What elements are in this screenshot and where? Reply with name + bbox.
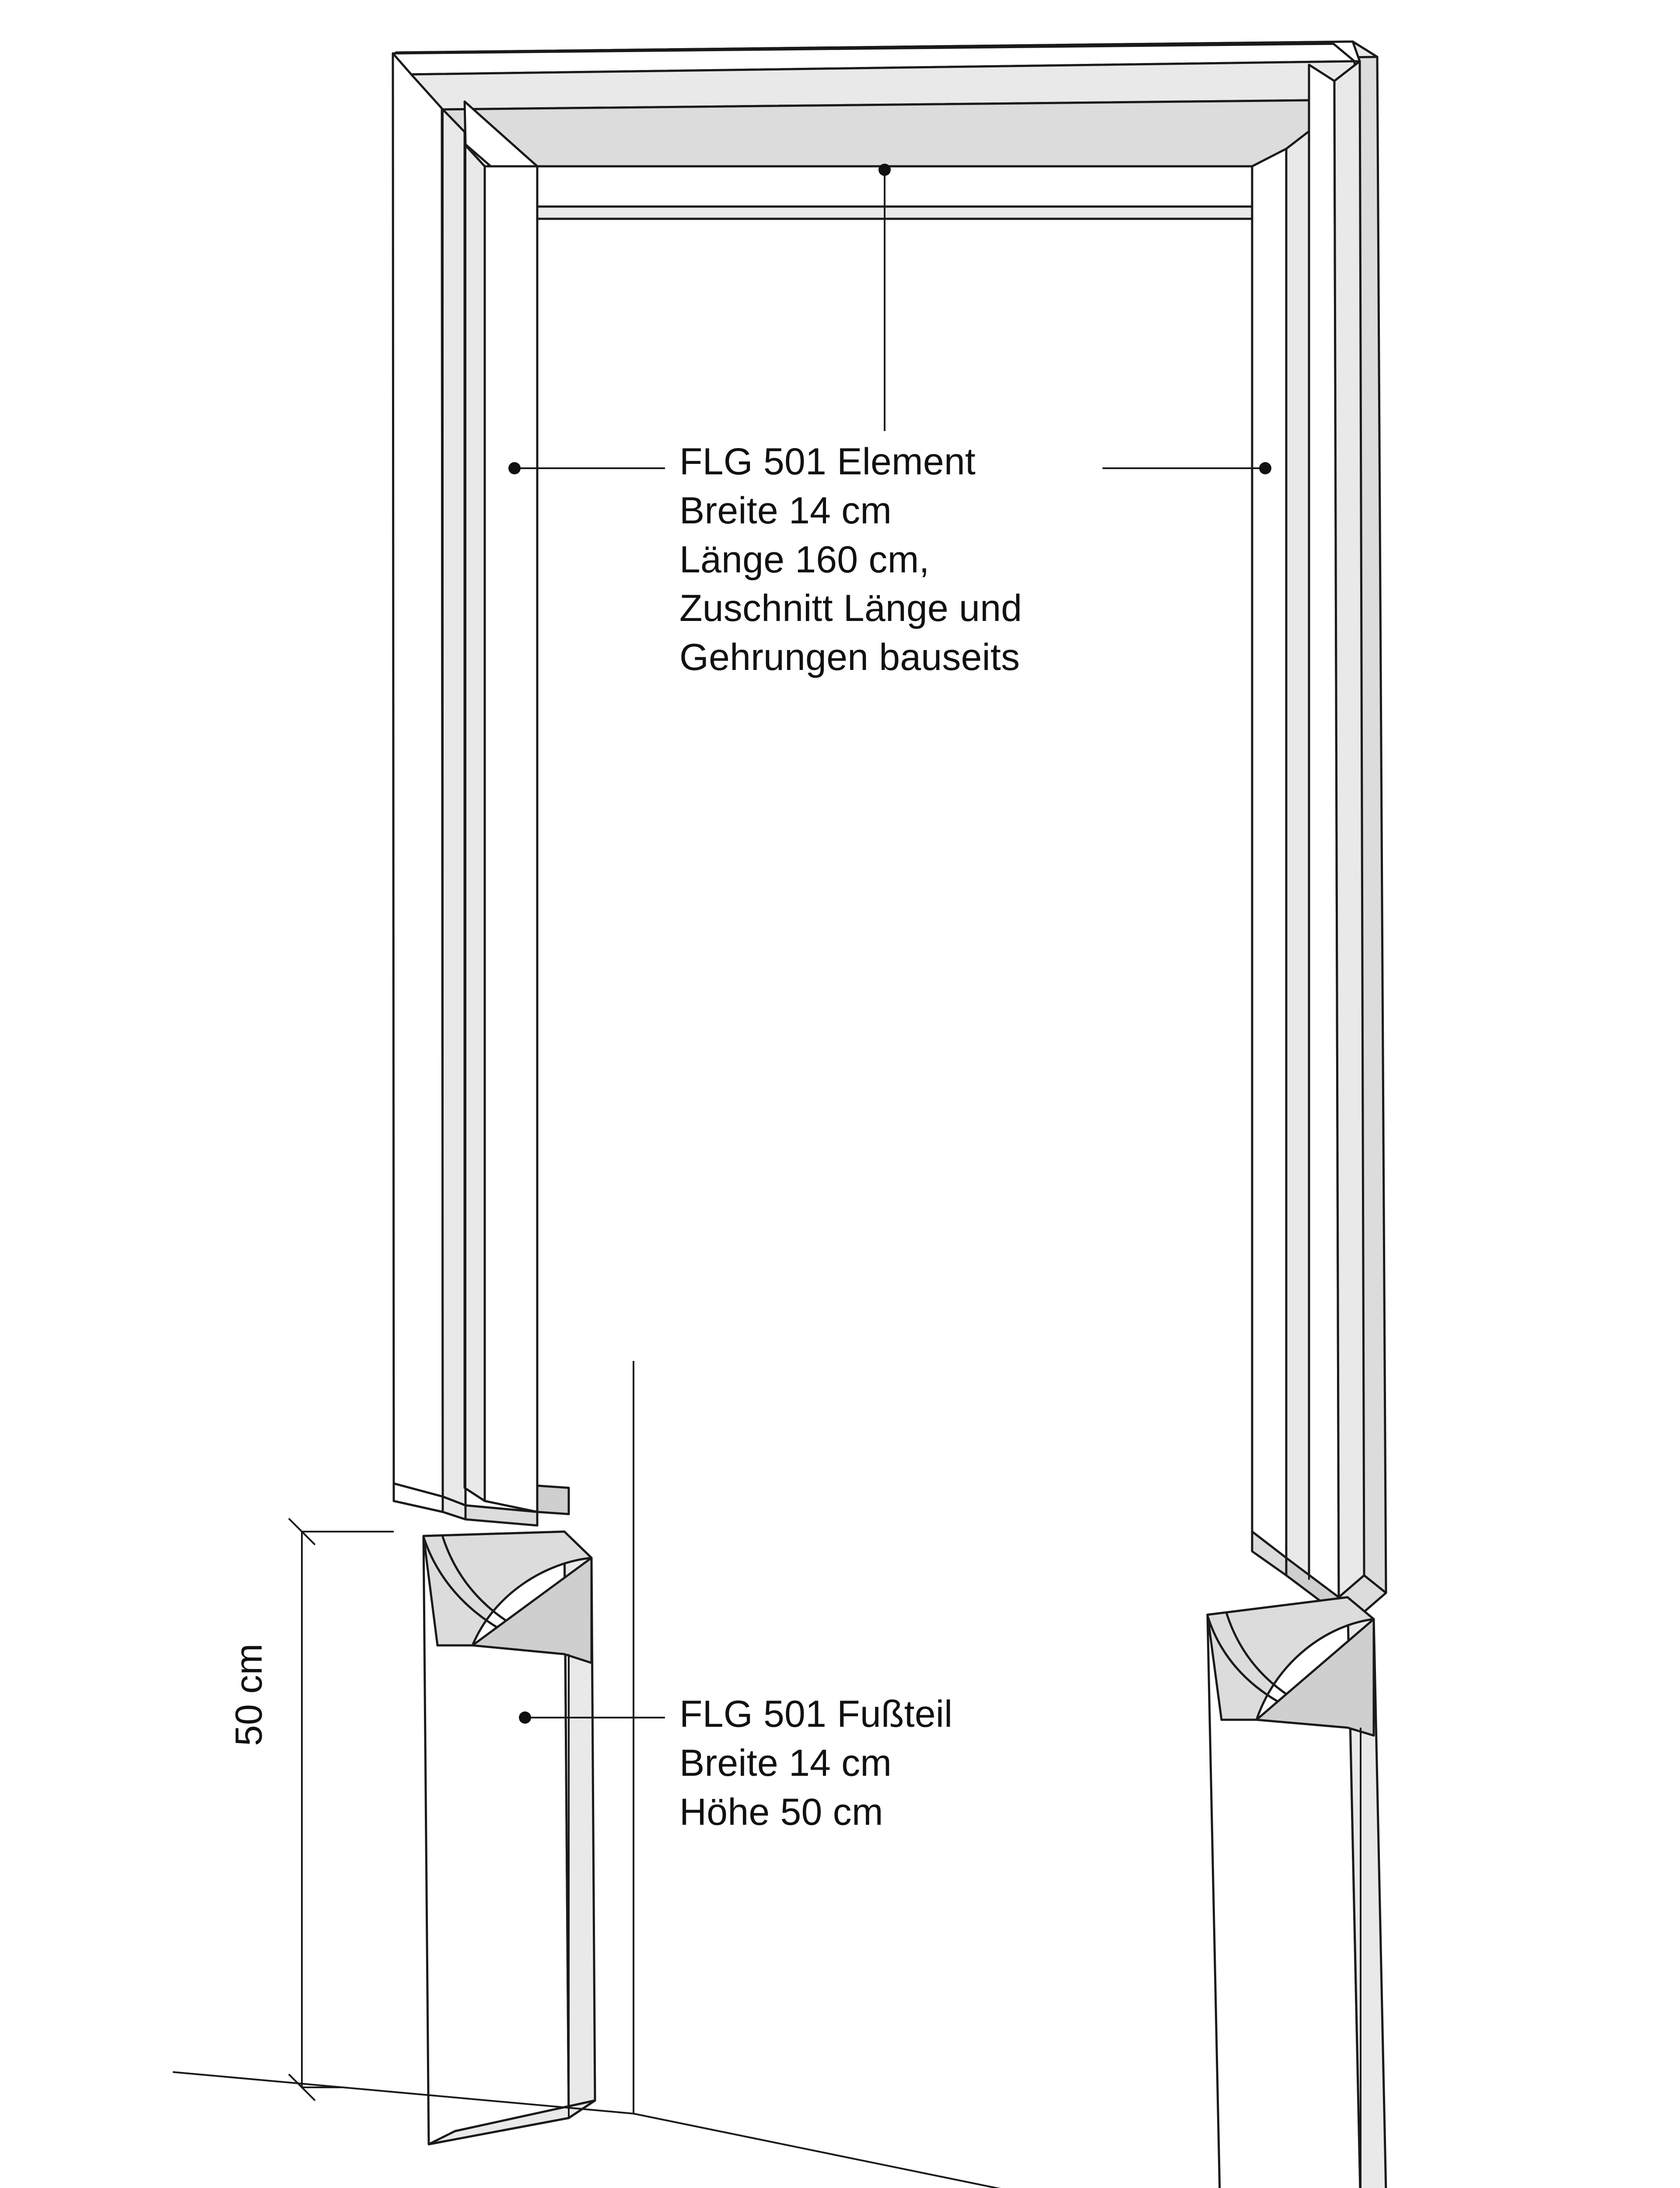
annotation-element: FLG 501 Element Breite 14 cm Länge 160 c… — [679, 441, 1022, 679]
annotation-foot: FLG 501 Fußteil Breite 14 cm Höhe 50 cm — [679, 1693, 953, 1833]
right-foot-piece — [1206, 1596, 1387, 2188]
dimension-50cm — [288, 1518, 394, 2101]
dimension-label-50cm: 50 cm — [228, 1643, 270, 1746]
door-frame-assembly — [392, 40, 1387, 1617]
floor-wall-lines — [172, 1361, 1001, 2188]
leader-lines — [508, 164, 1271, 1724]
left-foot-piece — [422, 1530, 596, 2146]
